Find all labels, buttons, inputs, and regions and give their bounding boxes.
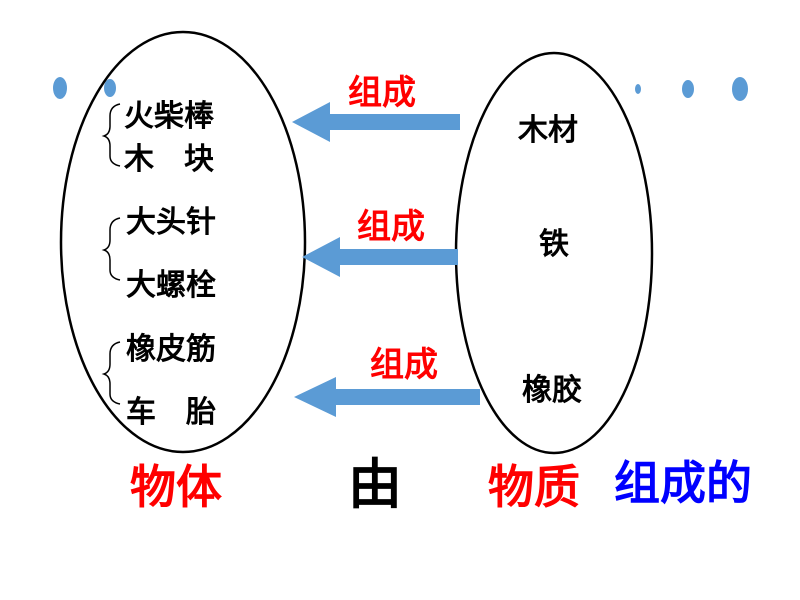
group-braces xyxy=(101,103,121,405)
arrows xyxy=(292,102,480,417)
object-huochaibang: 火柴棒 xyxy=(124,99,214,134)
brace-group-1 xyxy=(101,103,121,167)
object-xiangpijin: 橡皮筋 xyxy=(126,332,216,367)
objects-ellipse xyxy=(59,30,307,454)
footer-wuti: 物体 xyxy=(130,460,222,514)
object-mukuai: 木 块 xyxy=(124,142,214,177)
arrow-3 xyxy=(294,377,480,417)
brace-group-2 xyxy=(101,217,121,281)
brace-group-3 xyxy=(101,341,121,405)
arrow-label-1: 组成 xyxy=(348,73,416,113)
arrow-label-2: 组成 xyxy=(357,207,425,247)
object-daluoshuan: 大螺栓 xyxy=(126,268,216,303)
decorative-dot xyxy=(53,77,67,99)
decorative-dots xyxy=(53,77,748,101)
arrow-1 xyxy=(292,102,460,142)
arrow-2 xyxy=(302,237,458,277)
arrow-label-3: 组成 xyxy=(370,345,438,385)
material-mucai: 木材 xyxy=(518,113,578,148)
object-chetai: 车 胎 xyxy=(126,395,216,430)
material-tie: 铁 xyxy=(539,227,569,262)
decorative-dot xyxy=(682,80,694,98)
decorative-dot xyxy=(732,77,748,101)
decorative-dot xyxy=(104,79,116,97)
footer-zuchengde: 组成的 xyxy=(614,456,752,510)
footer-you: 由 xyxy=(348,453,402,516)
decorative-dot xyxy=(635,84,641,94)
material-xiangjiao: 橡胶 xyxy=(522,373,582,408)
footer-wuzhi: 物质 xyxy=(488,460,580,514)
object-datouzhen: 大头针 xyxy=(126,205,216,240)
